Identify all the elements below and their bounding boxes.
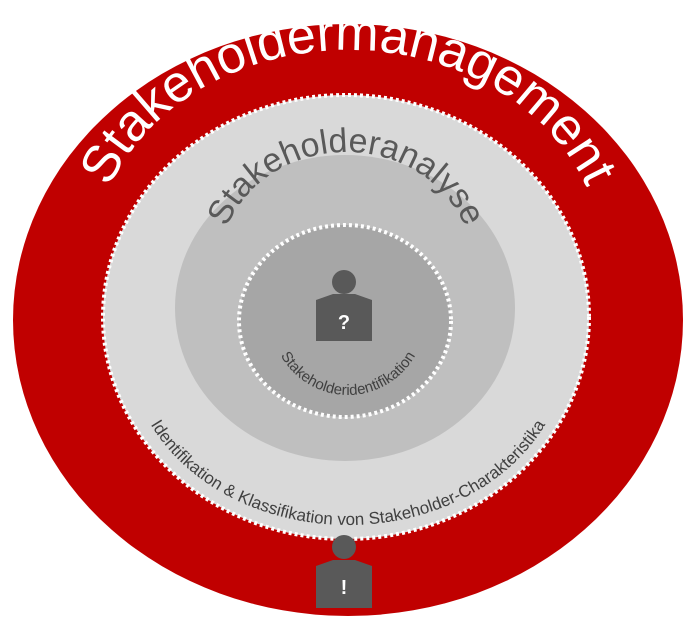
- exclamation-mark: !: [341, 577, 348, 599]
- person-question-icon: ?: [316, 270, 372, 341]
- person-exclamation-icon: !: [316, 535, 372, 608]
- question-mark: ?: [338, 312, 350, 334]
